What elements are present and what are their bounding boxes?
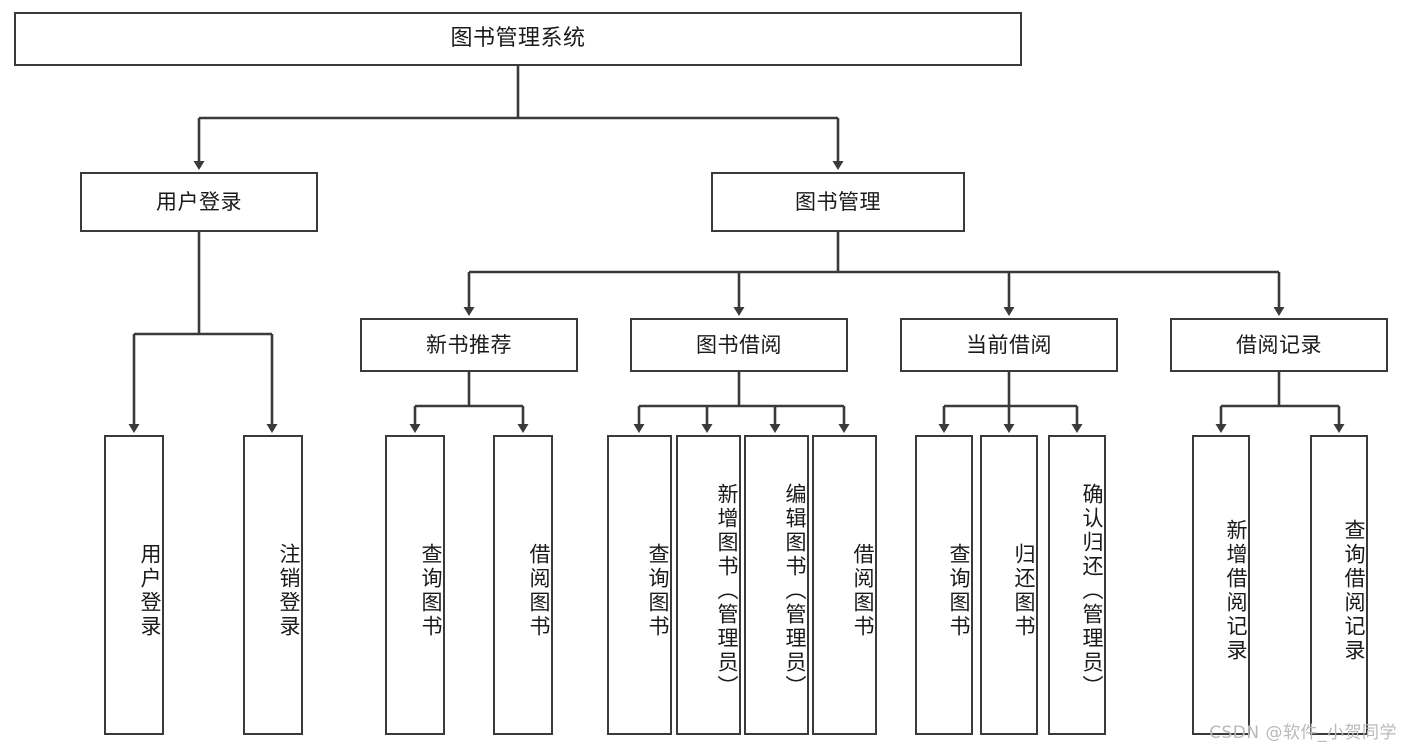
node-leaf-query-book-1-label: 查询图书	[419, 543, 443, 639]
node-book-borrow[interactable]: 图书借阅	[630, 318, 848, 372]
node-leaf-borrow-book-2[interactable]: 借阅图书	[812, 435, 877, 735]
node-leaf-return-book[interactable]: 归还图书	[980, 435, 1038, 735]
node-leaf-query-record[interactable]: 查询借阅记录	[1310, 435, 1368, 735]
node-leaf-add-record-label: 新增借阅记录	[1224, 519, 1248, 663]
node-leaf-user-logout-label: 注销登录	[277, 543, 301, 639]
node-current-borrow[interactable]: 当前借阅	[900, 318, 1118, 372]
node-leaf-borrow-book-2-label: 借阅图书	[851, 543, 875, 639]
node-new-book-recommend-label: 新书推荐	[426, 332, 512, 357]
node-leaf-query-book-3-label: 查询图书	[947, 543, 971, 639]
node-leaf-confirm-return[interactable]: 确认归还（管理员）	[1048, 435, 1106, 735]
node-new-book-recommend[interactable]: 新书推荐	[360, 318, 578, 372]
node-leaf-query-record-label: 查询借阅记录	[1342, 519, 1366, 663]
node-borrow-record-label: 借阅记录	[1236, 332, 1322, 357]
node-leaf-borrow-book-1-label: 借阅图书	[527, 543, 551, 639]
node-leaf-query-book-2-label: 查询图书	[646, 543, 670, 639]
node-leaf-user-logout[interactable]: 注销登录	[243, 435, 303, 735]
node-user-login[interactable]: 用户登录	[80, 172, 318, 232]
node-root[interactable]: 图书管理系统	[14, 12, 1022, 66]
node-leaf-user-login[interactable]: 用户登录	[104, 435, 164, 735]
node-leaf-return-book-label: 归还图书	[1012, 543, 1036, 639]
node-leaf-edit-book-label: 编辑图书（管理员）	[783, 483, 807, 699]
node-book-borrow-label: 图书借阅	[696, 332, 782, 357]
node-leaf-query-book-3[interactable]: 查询图书	[915, 435, 973, 735]
node-current-borrow-label: 当前借阅	[966, 332, 1052, 357]
node-leaf-add-record[interactable]: 新增借阅记录	[1192, 435, 1250, 735]
node-leaf-user-login-label: 用户登录	[138, 543, 162, 639]
node-leaf-query-book-1[interactable]: 查询图书	[385, 435, 445, 735]
node-book-management-label: 图书管理	[795, 189, 881, 214]
node-leaf-edit-book[interactable]: 编辑图书（管理员）	[744, 435, 809, 735]
node-borrow-record[interactable]: 借阅记录	[1170, 318, 1388, 372]
node-leaf-add-book[interactable]: 新增图书（管理员）	[676, 435, 741, 735]
node-book-management[interactable]: 图书管理	[711, 172, 965, 232]
watermark-text: CSDN @软件_小贺同学	[1209, 723, 1397, 743]
node-leaf-add-book-label: 新增图书（管理员）	[715, 483, 739, 699]
node-user-login-label: 用户登录	[156, 189, 242, 214]
node-root-label: 图书管理系统	[450, 26, 586, 52]
node-leaf-query-book-2[interactable]: 查询图书	[607, 435, 672, 735]
node-leaf-confirm-return-label: 确认归还（管理员）	[1080, 483, 1104, 699]
node-leaf-borrow-book-1[interactable]: 借阅图书	[493, 435, 553, 735]
